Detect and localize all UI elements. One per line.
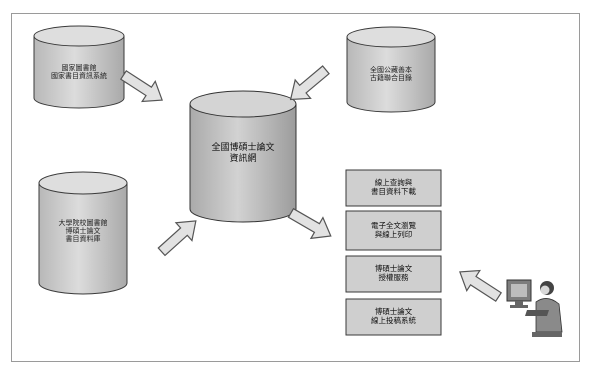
service-label-4: 博碩士論文 線上投稿系統 <box>346 307 441 325</box>
diagram-canvas <box>33 25 563 337</box>
service-2-line-1: 電子全文瀏覽 <box>371 221 416 230</box>
service-box-4 <box>345 298 442 336</box>
db-top-right-line-1: 全國公藏善本 <box>370 66 412 74</box>
service-3-line-2: 授權服務 <box>378 273 409 282</box>
db-top-right-label: 全國公藏善本 古籍聯合目錄 <box>351 66 431 82</box>
db-bottom-left-label: 大學院校圖書館 博碩士論文 書目資料庫 <box>43 219 123 243</box>
service-box-2 <box>345 210 442 251</box>
db-top-left-line-1: 國家圖書館 <box>61 64 97 72</box>
db-bottom-left-cylinder <box>38 171 128 295</box>
arrow-from-top-right <box>289 65 330 101</box>
diagram-frame: 國家圖書館 國家書目資訊系統 全國公藏善本 古籍聯合目錄 大學院校圖書館 博碩士… <box>11 13 580 362</box>
arrow-to-services <box>287 207 332 240</box>
service-box-3 <box>345 255 442 293</box>
db-bottom-left-line-3: 書目資料庫 <box>65 235 101 243</box>
db-bottom-left-line-2: 博碩士論文 <box>65 227 101 235</box>
db-bottom-left-line-1: 大學院校圖書館 <box>58 219 108 227</box>
service-label-2: 電子全文瀏覽 與線上列印 <box>346 221 441 239</box>
db-top-left-cylinder <box>33 25 125 109</box>
service-3-line-1: 博碩士論文 <box>374 264 413 273</box>
db-center-line-2: 資訊網 <box>229 154 257 164</box>
service-2-line-2: 與線上列印 <box>374 230 413 239</box>
arrow-from-bottom-left <box>157 220 197 257</box>
db-center-cylinder <box>189 90 297 223</box>
service-4-line-2: 線上投稿系統 <box>371 316 416 325</box>
db-top-left-line-2: 國家書目資訊系統 <box>51 72 107 80</box>
service-label-3: 博碩士論文 授權服務 <box>346 264 441 282</box>
db-top-right-line-2: 古籍聯合目錄 <box>370 74 412 82</box>
arrow-from-user <box>459 269 503 303</box>
service-1-line-1: 線上查詢與 <box>374 178 413 187</box>
db-center-line-1: 全國博碩士論文 <box>211 143 275 153</box>
db-center-label: 全國博碩士論文 資訊網 <box>198 143 288 165</box>
db-top-left-label: 國家圖書館 國家書目資訊系統 <box>39 64 119 80</box>
service-label-1: 線上查詢與 書目資料下載 <box>346 178 441 196</box>
service-1-line-2: 書目資料下載 <box>371 187 416 196</box>
db-top-right-cylinder <box>346 26 436 113</box>
service-box-1 <box>345 169 442 207</box>
arrow-from-top-left <box>119 69 163 103</box>
computer-user-icon <box>506 279 563 337</box>
service-4-line-1: 博碩士論文 <box>374 307 413 316</box>
